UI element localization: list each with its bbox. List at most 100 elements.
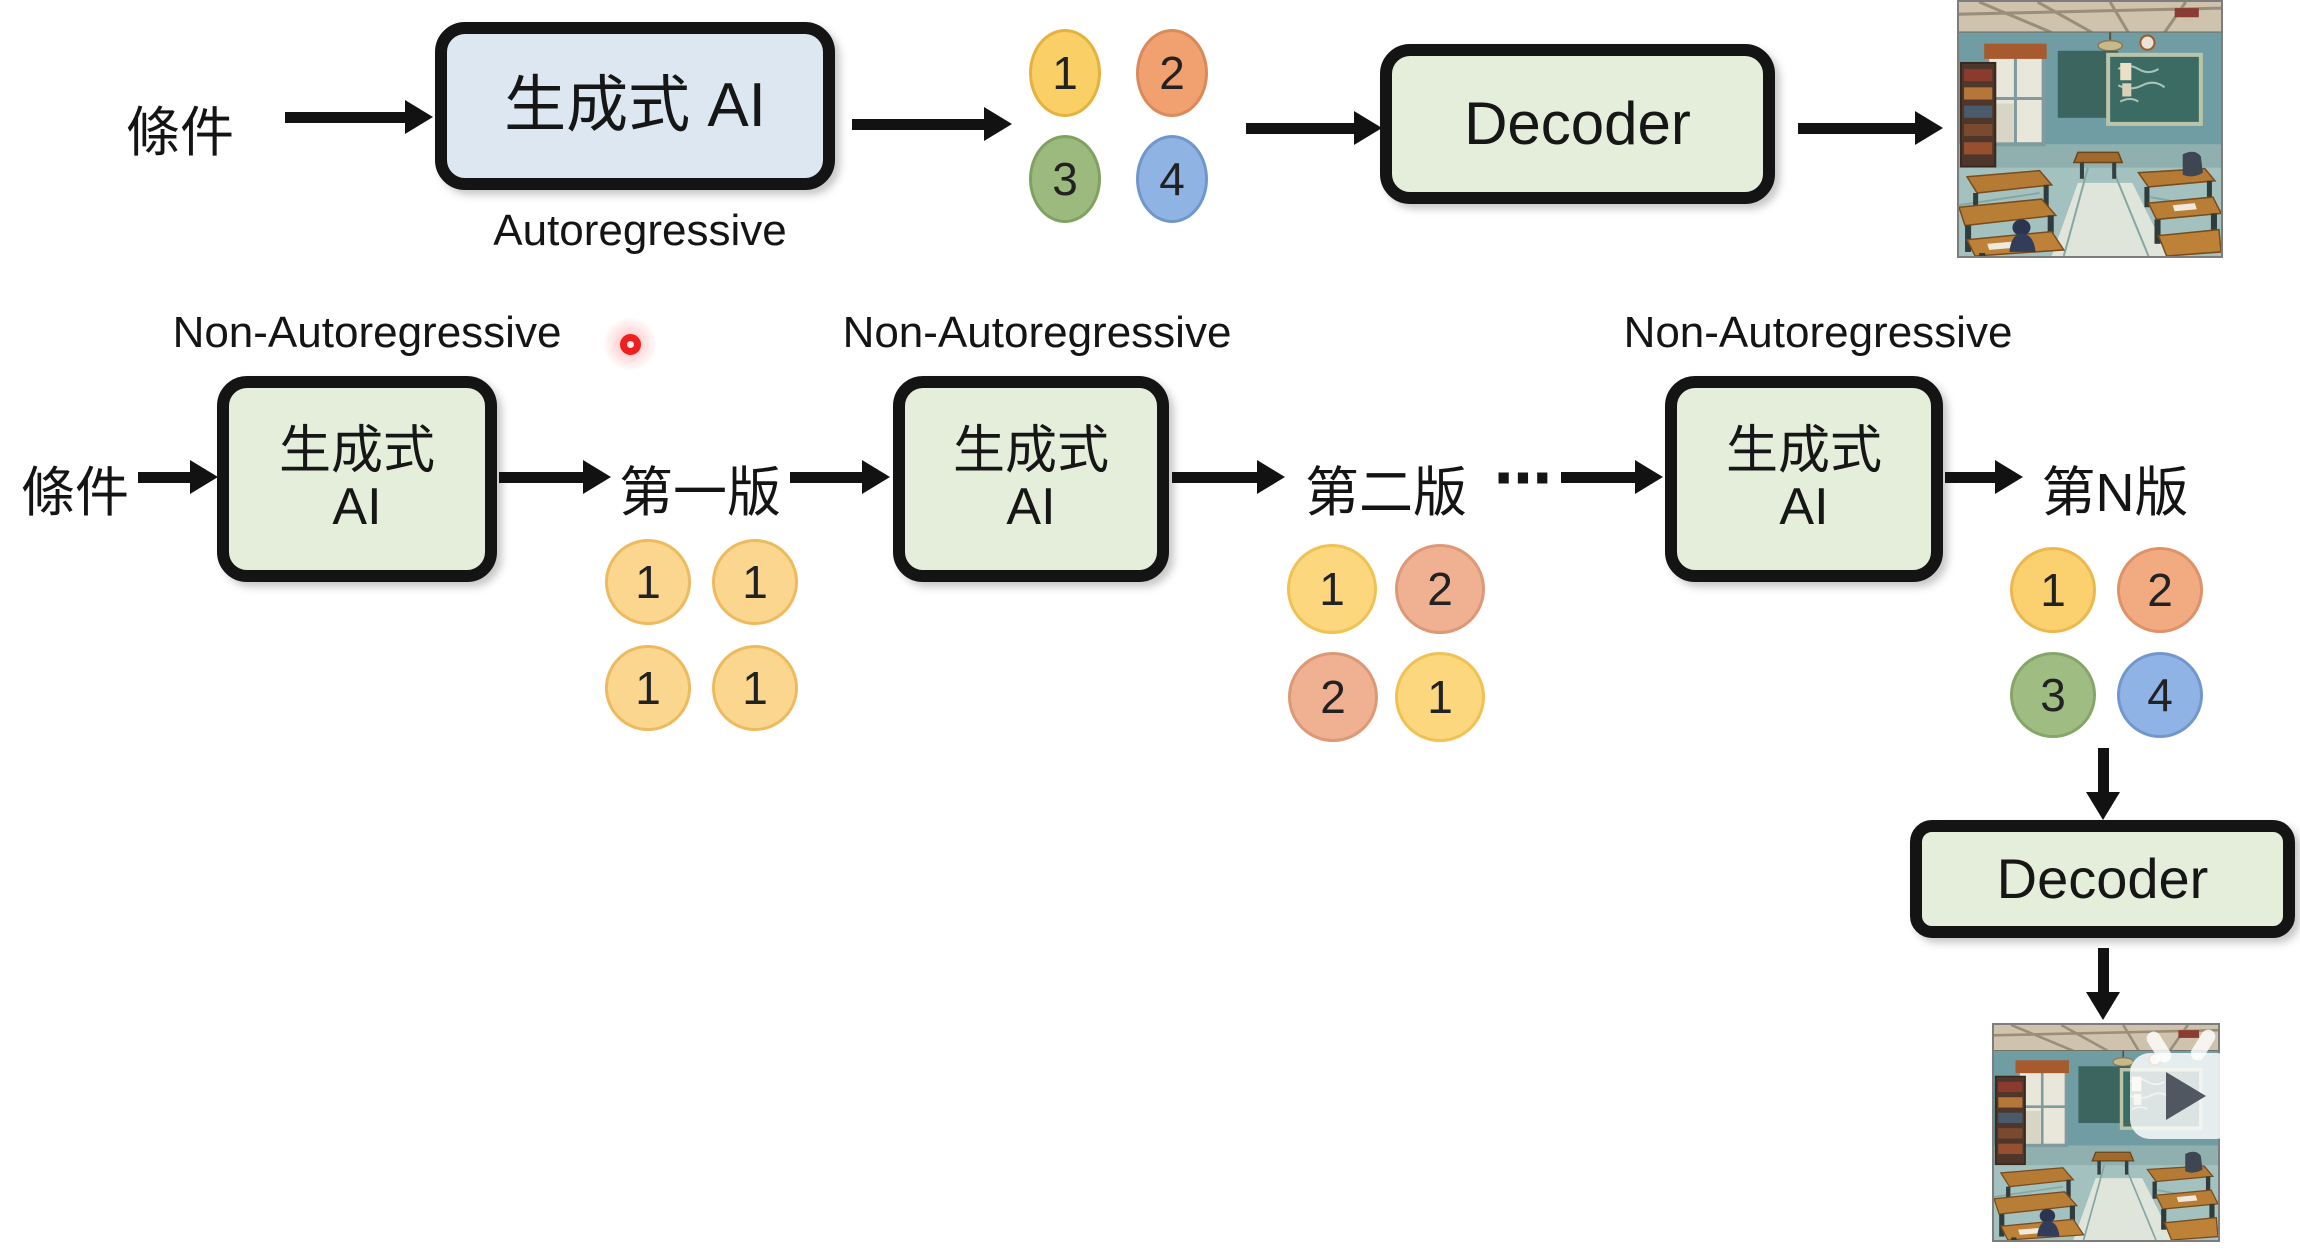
arrow-head — [405, 100, 433, 134]
token-circle: 4 — [1136, 135, 1208, 223]
arrow-shaft — [1561, 472, 1639, 483]
arrow-shaft — [1798, 123, 1919, 134]
token-circle: 1 — [605, 539, 691, 625]
non-autoregressive-caption-1: Non-Autoregressive — [172, 308, 562, 357]
nar-gen-ai-box-3-label: 生成式 AI — [1726, 423, 1882, 535]
arrow-head — [1354, 111, 1382, 145]
gen-ai-line1: 生成式 — [952, 421, 1109, 480]
gen-ai-line1: 生成式 — [278, 421, 435, 480]
token-number: 4 — [2147, 669, 2173, 721]
top-decoder-box: Decoder — [1380, 44, 1775, 204]
bottom-decoder-label: Decoder — [1996, 846, 2209, 910]
token-circle: 2 — [1136, 29, 1208, 117]
top-condition-label: 條件 — [126, 103, 234, 163]
token-circle: 1 — [712, 539, 798, 625]
bottom-decoder-box: Decoder — [1910, 820, 2295, 938]
token-circle: 4 — [2117, 652, 2203, 738]
arrow-top-tokens-to-decoder — [1246, 111, 1382, 145]
arrow-shaft — [1246, 123, 1358, 134]
arrow-genai3-to-vN — [1945, 460, 2023, 494]
arrow-head — [2086, 992, 2120, 1020]
bottom-condition-label: 條件 — [21, 463, 129, 523]
arrow-head — [1257, 460, 1285, 494]
arrow-shaft — [499, 472, 587, 483]
top-decoder-label: Decoder — [1464, 89, 1691, 157]
play-triangle-icon[interactable] — [2166, 1072, 2206, 1120]
token-number: 2 — [1159, 47, 1185, 99]
non-autoregressive-caption-3: Non-Autoregressive — [1623, 308, 2013, 357]
gen-ai-line1: 生成式 — [1725, 421, 1882, 480]
token-number: 3 — [2040, 669, 2066, 721]
token-number: 1 — [742, 662, 768, 714]
token-number: 2 — [1320, 671, 1346, 723]
arrow-decoder-to-image — [2086, 948, 2120, 1020]
arrow-genai1-to-v1 — [499, 460, 611, 494]
arrow-shaft — [285, 112, 409, 123]
arrow-condition-to-genai-1 — [138, 460, 218, 494]
arrow-top-condition-to-genai — [285, 100, 433, 134]
top-gen-ai-box-label: 生成式 AI — [504, 70, 766, 140]
token-circle: 3 — [1029, 135, 1101, 223]
token-circle: 1 — [1395, 652, 1485, 742]
token-number: 2 — [1427, 563, 1453, 615]
arrow-shaft — [138, 472, 194, 483]
nar-gen-ai-box-1: 生成式 AI — [217, 376, 497, 582]
token-number: 1 — [635, 662, 661, 714]
autoregressive-caption: Autoregressive — [493, 206, 787, 255]
classroom-illustration — [1959, 2, 2221, 256]
token-number: 4 — [1159, 153, 1185, 205]
token-circle: 1 — [712, 645, 798, 731]
arrow-head — [190, 460, 218, 494]
arrow-top-genai-to-tokens — [852, 107, 1012, 141]
token-circle: 1 — [605, 645, 691, 731]
ellipsis-label: ⋯ — [1494, 446, 1552, 511]
token-circle: 1 — [1287, 544, 1377, 634]
token-circle: 2 — [1288, 652, 1378, 742]
gen-ai-line2: AI — [1006, 478, 1056, 536]
token-number: 1 — [1319, 563, 1345, 615]
token-circle: 1 — [1029, 29, 1101, 117]
arrow-head — [984, 107, 1012, 141]
non-autoregressive-caption-2: Non-Autoregressive — [842, 308, 1232, 357]
token-number: 1 — [635, 556, 661, 608]
version-2-label: 第二版 — [1305, 463, 1467, 523]
version-1-label: 第一版 — [619, 463, 781, 523]
top-gen-ai-box: 生成式 AI — [435, 22, 835, 190]
nar-gen-ai-box-2: 生成式 AI — [893, 376, 1169, 582]
arrow-head — [1915, 111, 1943, 145]
token-number: 1 — [2040, 564, 2066, 616]
version-n-label: 第N版 — [2041, 463, 2189, 523]
arrow-head — [1635, 460, 1663, 494]
arrow-vN-to-decoder — [2086, 748, 2120, 820]
arrow-head — [2086, 792, 2120, 820]
token-circle: 3 — [2010, 652, 2096, 738]
nar-gen-ai-box-2-label: 生成式 AI — [953, 423, 1109, 535]
token-number: 1 — [1427, 671, 1453, 723]
gen-ai-line2: AI — [1779, 478, 1829, 536]
token-number: 1 — [1052, 47, 1078, 99]
arrow-v1-to-genai-2 — [790, 460, 890, 494]
generated-classroom-image-top — [1957, 0, 2223, 258]
token-number: 3 — [1052, 153, 1078, 205]
gen-ai-line2: AI — [332, 478, 382, 536]
arrow-ellipsis-to-genai-3 — [1561, 460, 1663, 494]
arrow-genai2-to-v2 — [1172, 460, 1285, 494]
arrow-shaft — [1172, 472, 1261, 483]
arrow-shaft — [790, 472, 866, 483]
arrow-shaft — [1945, 472, 1999, 483]
arrow-head — [583, 460, 611, 494]
arrow-head — [1995, 460, 2023, 494]
token-circle: 1 — [2010, 547, 2096, 633]
arrow-head — [862, 460, 890, 494]
token-circle: 2 — [1395, 544, 1485, 634]
arrow-shaft — [852, 119, 988, 130]
arrow-top-decoder-to-image — [1798, 111, 1943, 145]
arrow-shaft — [2098, 948, 2109, 996]
nar-gen-ai-box-3: 生成式 AI — [1665, 376, 1943, 582]
token-number: 1 — [742, 556, 768, 608]
nar-gen-ai-box-1-label: 生成式 AI — [279, 423, 435, 535]
laser-pointer-dot — [620, 334, 641, 355]
arrow-shaft — [2098, 748, 2109, 796]
token-circle: 2 — [2117, 547, 2203, 633]
